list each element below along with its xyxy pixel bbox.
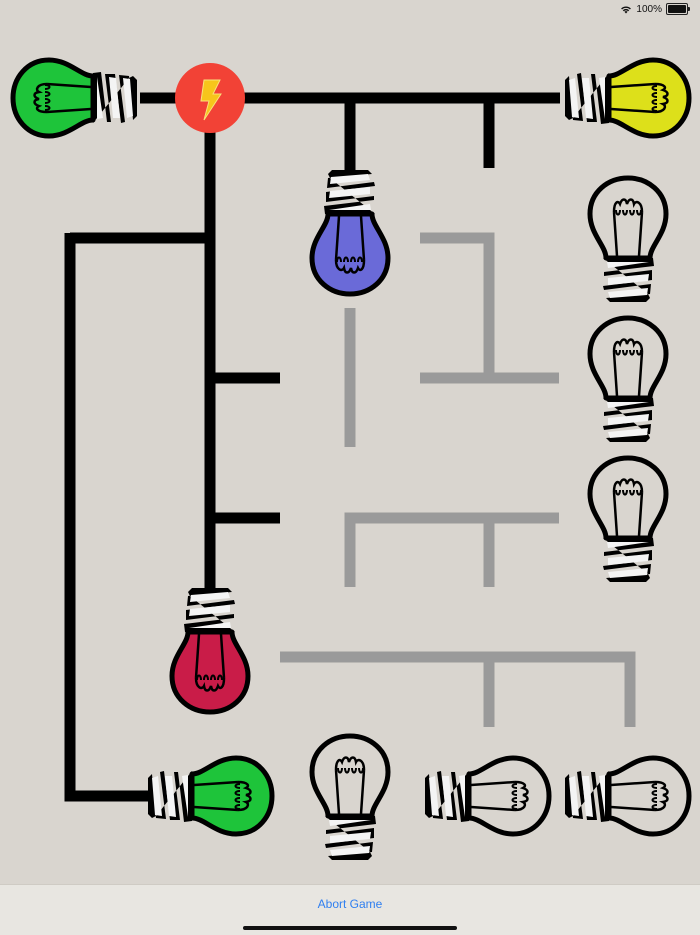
wire-segment[interactable] [420, 232, 495, 378]
wire-segment[interactable] [280, 651, 636, 727]
wire-segment[interactable] [64, 233, 148, 802]
battery-icon [666, 3, 690, 15]
bulb-off-4[interactable] [312, 736, 388, 860]
bulb-green-bottom[interactable] [148, 758, 272, 834]
bulb-off-6[interactable] [565, 758, 689, 834]
lightning-bolt-icon [200, 79, 222, 121]
bulb-green-top-left[interactable] [13, 60, 137, 136]
home-indicator[interactable] [243, 926, 457, 930]
bulb-red[interactable] [172, 588, 248, 712]
wire-segment[interactable] [344, 512, 559, 587]
bulb-off-3[interactable] [590, 458, 666, 582]
status-icons: 100% [620, 3, 690, 15]
abort-game-button[interactable]: Abort Game [0, 896, 700, 912]
status-bar: 100% [0, 0, 700, 18]
bulb-off-1[interactable] [590, 178, 666, 302]
disconnected-wires [280, 232, 636, 727]
battery-percent: 100% [636, 3, 662, 15]
bulb-off-5[interactable] [425, 758, 549, 834]
game-board[interactable] [0, 0, 700, 884]
power-source [175, 63, 245, 133]
wifi-icon [621, 5, 632, 13]
bottom-toolbar: Abort Game [0, 884, 700, 935]
bulb-blue[interactable] [312, 170, 388, 294]
bulb-off-2[interactable] [590, 318, 666, 442]
bulb-yellow-top-right[interactable] [565, 60, 689, 136]
